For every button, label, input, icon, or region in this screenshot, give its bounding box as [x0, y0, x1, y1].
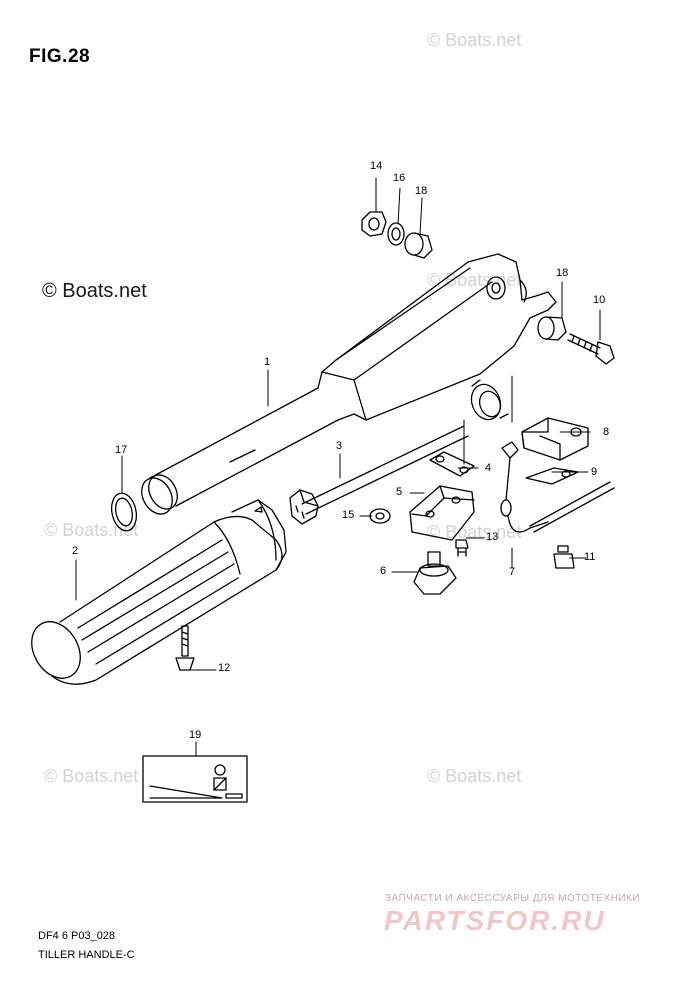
nut-part	[361, 211, 387, 237]
callout-11: 11	[584, 551, 596, 563]
throttle-bracket-part	[409, 485, 475, 541]
caution-label-part	[142, 755, 248, 803]
washer-part	[387, 222, 405, 246]
figure-title: FIG.28	[29, 46, 91, 67]
throttle-grip-part	[31, 499, 287, 685]
tiller-arm-part	[141, 253, 557, 515]
collar-part	[537, 316, 567, 341]
callout-9: 9	[591, 466, 598, 478]
lock-washer-part	[369, 508, 391, 524]
callout-5: 5	[396, 486, 403, 498]
callout-19: 19	[189, 729, 202, 741]
callout-14: 14	[370, 160, 383, 172]
link-rod-part	[500, 441, 549, 533]
friction-knob-part	[413, 551, 457, 595]
callout-17: 17	[115, 444, 128, 456]
watermark: © Boats.net	[427, 766, 522, 786]
watermark: © Boats.net	[44, 520, 139, 540]
o-ring-part	[110, 492, 138, 532]
collar-part	[404, 232, 433, 259]
callout-1: 1	[264, 356, 271, 368]
watermark-main: © Boats.net	[42, 280, 147, 302]
callout-7: 7	[509, 566, 516, 578]
throttle-shaft-part	[289, 425, 469, 525]
callout-2: 2	[72, 545, 79, 557]
screw-part	[455, 539, 469, 557]
callout-16: 16	[393, 172, 406, 184]
callout-8: 8	[603, 426, 610, 438]
shop-logo: PARTSFOR.RU	[384, 905, 606, 936]
callout-6: 6	[380, 565, 387, 577]
callout-4: 4	[485, 462, 492, 474]
bolt-part	[553, 545, 575, 569]
bolt-part	[567, 333, 615, 365]
leader-lines	[75, 177, 601, 757]
callout-3: 3	[336, 440, 343, 452]
shop-tagline: ЗАПЧАСТИ И АКСЕССУАРЫ ДЛЯ МОТОТЕХНИКИ	[385, 893, 641, 904]
watermark: © Boats.net	[427, 30, 522, 50]
callout-15: 15	[342, 509, 355, 521]
diagram-code: DF4 6 P03_028	[38, 930, 116, 942]
callout-18-top: 18	[415, 185, 428, 197]
plate-part	[429, 451, 475, 477]
callout-10: 10	[593, 294, 606, 306]
callout-18-right: 18	[556, 267, 569, 279]
callout-13: 13	[486, 531, 499, 543]
watermark: © Boats.net	[427, 522, 522, 542]
watermark: © Boats.net	[44, 766, 139, 786]
screw-part	[175, 625, 195, 671]
bracket-part	[521, 417, 589, 461]
diagram-name: TILLER HANDLE-C	[38, 949, 135, 961]
callout-12: 12	[218, 662, 231, 674]
plate-part	[525, 467, 615, 533]
